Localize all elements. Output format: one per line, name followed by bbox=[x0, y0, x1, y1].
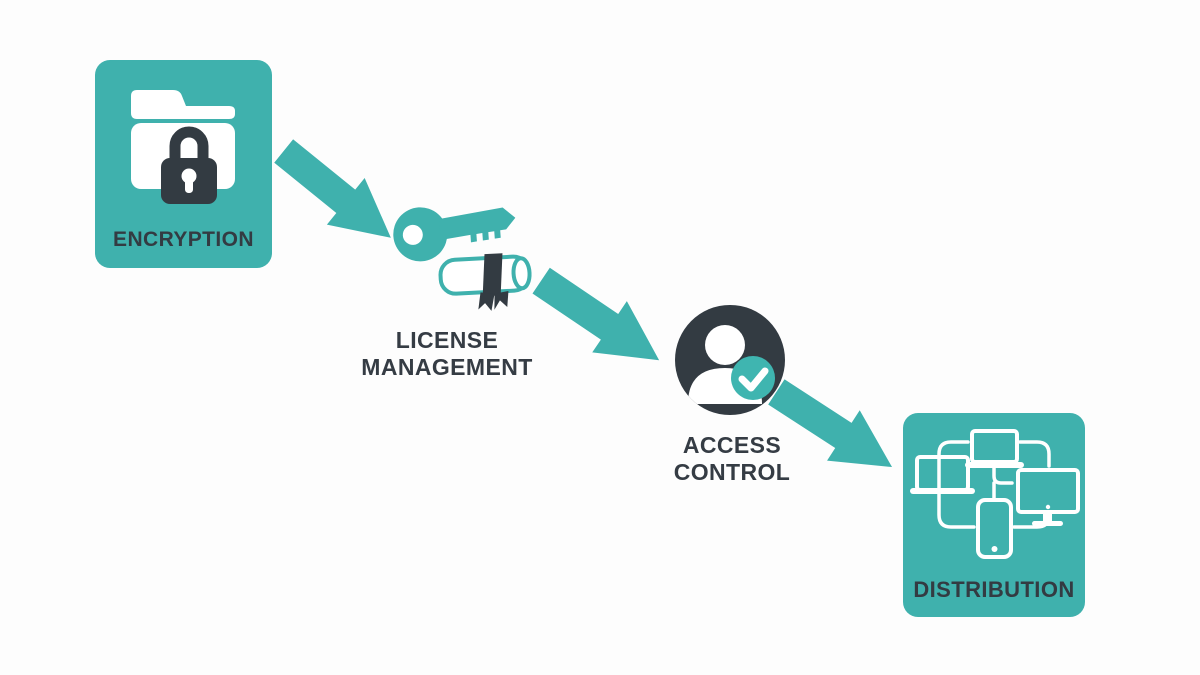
flow-arrow-2 bbox=[520, 251, 683, 391]
access-control-label: ACCESS CONTROL bbox=[648, 432, 816, 486]
flow-arrow-1 bbox=[263, 126, 412, 264]
block-arrow-icon bbox=[768, 379, 893, 468]
step-encryption: ENCRYPTION bbox=[95, 60, 272, 268]
locked-folder-icon bbox=[131, 90, 235, 204]
check-badge bbox=[731, 356, 775, 400]
connected-devices-icon bbox=[910, 429, 1080, 559]
flow-arrow-3 bbox=[759, 365, 911, 495]
license-management-label-line2: MANAGEMENT bbox=[361, 354, 533, 380]
certificate-scroll-icon bbox=[438, 253, 532, 311]
block-arrow-icon bbox=[274, 139, 391, 238]
smartphone-icon bbox=[976, 498, 1013, 559]
block-arrow-icon bbox=[532, 267, 660, 361]
monitor-icon bbox=[1016, 468, 1080, 526]
distribution-label: DISTRIBUTION bbox=[913, 577, 1075, 602]
encryption-label: ENCRYPTION bbox=[113, 228, 254, 251]
access-control-label-line2: CONTROL bbox=[673, 459, 791, 485]
license-management-label-line1: LICENSE bbox=[395, 327, 499, 353]
step-distribution: DISTRIBUTION bbox=[903, 413, 1085, 617]
license-management-label: LICENSE MANAGEMENT bbox=[337, 327, 557, 381]
key-icon bbox=[393, 207, 516, 262]
user-verified-icon bbox=[675, 305, 785, 415]
access-control-label-line1: ACCESS bbox=[682, 432, 782, 458]
laptop-top-icon bbox=[965, 429, 1024, 468]
laptop-left-icon bbox=[910, 455, 975, 494]
checkmark-icon bbox=[738, 367, 769, 392]
device-connector-lines bbox=[937, 440, 1051, 529]
